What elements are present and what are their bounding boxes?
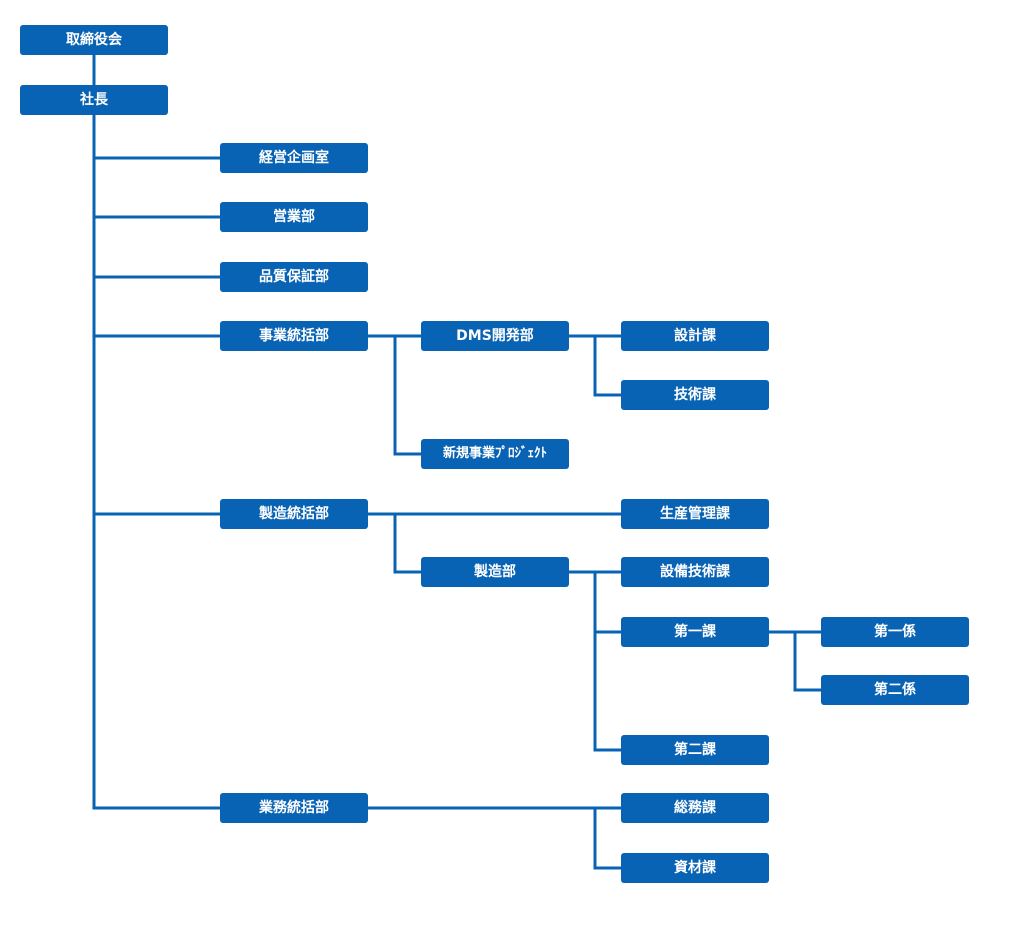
node-board-of-directors: 取締役会 <box>20 25 168 55</box>
node-second-section: 第二課 <box>621 735 769 765</box>
node-equipment-technology: 設備技術課 <box>621 557 769 587</box>
connector-admin-materials <box>593 808 621 870</box>
node-production-control: 生産管理課 <box>621 499 769 529</box>
node-materials-section: 資材課 <box>621 853 769 883</box>
node-first-unit: 第一係 <box>821 617 969 647</box>
node-manufacturing-division: 製造統括部 <box>220 499 368 529</box>
node-new-business-project: 新規事業ﾌﾟﾛｼﾞｪｸﾄ <box>421 439 569 469</box>
node-business-division: 事業統括部 <box>220 321 368 351</box>
node-technology-section: 技術課 <box>621 380 769 410</box>
connector-president-trunk <box>92 114 220 810</box>
node-second-unit: 第二係 <box>821 675 969 705</box>
node-president: 社長 <box>20 85 168 115</box>
node-administration-division: 業務統括部 <box>220 793 368 823</box>
node-quality-assurance: 品質保証部 <box>220 262 368 292</box>
node-first-section: 第一課 <box>621 617 769 647</box>
node-design-section: 設計課 <box>621 321 769 351</box>
node-corporate-planning: 経営企画室 <box>220 143 368 173</box>
connector-business-newproject <box>393 336 421 456</box>
connector-mfg-manufacturing <box>393 514 421 574</box>
node-manufacturing-dept: 製造部 <box>421 557 569 587</box>
connector-manufacturing-sections <box>593 572 621 752</box>
node-general-affairs: 総務課 <box>621 793 769 823</box>
connector-dms-tech <box>593 336 621 397</box>
node-sales-dept: 営業部 <box>220 202 368 232</box>
node-dms-development: DMS開発部 <box>421 321 569 351</box>
connector-section1-unit2 <box>793 632 821 692</box>
